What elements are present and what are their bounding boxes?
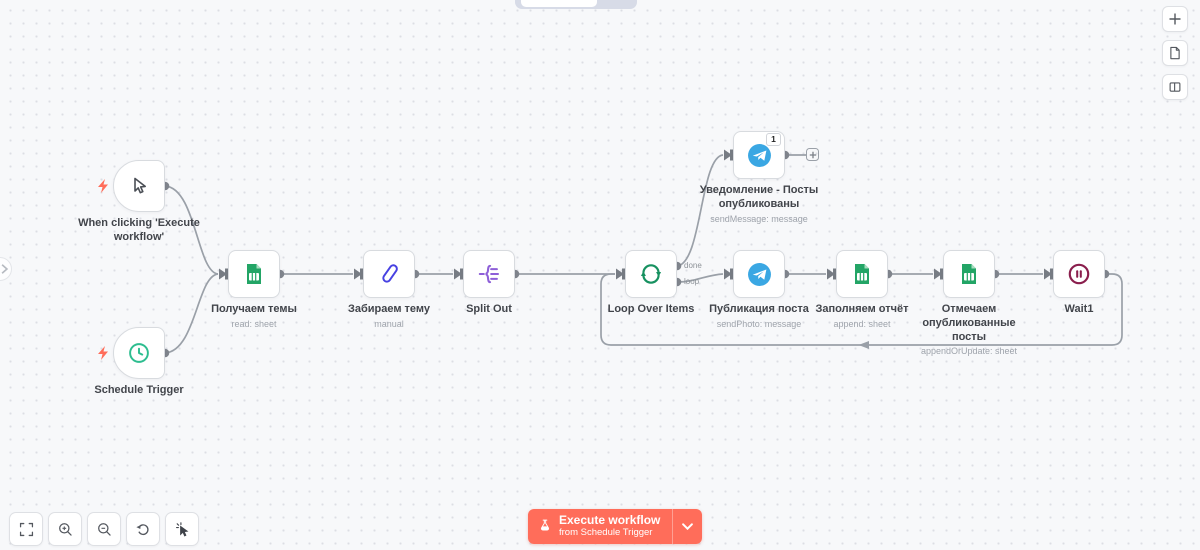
node-wait[interactable]: [1053, 250, 1105, 298]
node-label-split-out: Split Out: [414, 303, 564, 317]
edge-schedule-to-sheets[interactable]: [164, 273, 219, 354]
google-sheets-icon: [247, 264, 261, 284]
canvas-top-right-toolbar: [1162, 6, 1188, 100]
node-label-sheets-mark: Отмечаем опубликованные посты appendOrUp…: [904, 303, 1034, 358]
fit-view-button[interactable]: [9, 512, 43, 546]
google-sheets-icon: [855, 264, 869, 284]
node-title: Публикация поста: [709, 303, 809, 315]
node-subtitle: sendMessage: message: [710, 213, 808, 224]
node-loop-over-items[interactable]: [625, 250, 677, 298]
loop-output-label-loop: loop: [684, 277, 700, 286]
mouse-cursor-icon: [134, 177, 146, 194]
node-subtitle: manual: [374, 318, 404, 329]
google-sheets-icon: [962, 264, 976, 284]
node-telegram-notify[interactable]: 1: [733, 131, 785, 179]
execute-workflow-button[interactable]: Execute workflow from Schedule Trigger: [528, 509, 673, 544]
trigger-bolt-icon: [98, 346, 108, 360]
node-title: Отмечаем опубликованные посты: [922, 303, 1016, 343]
node-label-wait: Wait1: [1004, 303, 1154, 317]
telegram-icon: [747, 262, 771, 286]
node-title: Уведомление - Посты опубликованы: [699, 184, 819, 210]
chevron-down-icon: [682, 523, 694, 530]
pencil-icon: [382, 264, 398, 283]
node-label-manual-trigger: When clicking 'Execute workflow': [54, 217, 224, 245]
execute-workflow-label: Execute workflow: [559, 513, 661, 527]
node-title: Wait1: [1064, 303, 1094, 315]
fit-view-icon: [19, 522, 33, 536]
node-title: Loop Over Items: [607, 303, 695, 315]
chevron-right-icon: [1, 264, 9, 274]
node-title: Split Out: [466, 303, 512, 315]
node-subtitle: appendOrUpdate: sheet: [920, 346, 1018, 357]
collapsed-top-panel-handle[interactable]: [521, 0, 597, 7]
edge-loop-loop-to-telegram-post[interactable]: [676, 273, 724, 283]
plus-icon: [809, 151, 816, 158]
node-edit-fields[interactable]: [363, 250, 415, 298]
canvas-bottom-left-toolbar: [9, 512, 199, 546]
zoom-in-icon: [58, 522, 72, 536]
node-google-sheets-mark[interactable]: [943, 250, 995, 298]
undo-button[interactable]: [126, 512, 160, 546]
pause-icon: [1068, 263, 1090, 285]
add-node-button[interactable]: [1162, 6, 1188, 32]
interactive-mode-button[interactable]: [165, 512, 199, 546]
add-node-plus-button[interactable]: [806, 148, 819, 161]
split-out-icon: [478, 264, 500, 284]
node-manual-trigger[interactable]: [113, 160, 165, 212]
items-count-badge: 1: [766, 133, 781, 146]
edge-manual-trigger-to-sheets[interactable]: [164, 185, 219, 275]
trigger-bolt-icon: [98, 179, 108, 193]
node-title: Забираем тему: [347, 303, 431, 315]
loop-output-label-done: done: [684, 261, 702, 270]
node-label-schedule-trigger: Schedule Trigger: [54, 384, 224, 398]
undo-icon: [135, 523, 149, 535]
node-label-loop: Loop Over Items: [576, 303, 726, 317]
interactive-cursor-icon: [175, 521, 188, 536]
node-label-telegram-notify: Уведомление - Посты опубликованы sendMes…: [679, 184, 839, 225]
execute-workflow-sublabel: from Schedule Trigger: [559, 526, 653, 538]
node-subtitle: append: sheet: [833, 318, 891, 329]
layout-panel-icon: [1169, 82, 1181, 92]
plus-icon: [1169, 13, 1181, 25]
sticky-note-icon: [1170, 46, 1180, 60]
node-title: Заполняем отчёт: [815, 303, 909, 315]
node-split-out[interactable]: [463, 250, 515, 298]
node-title: Schedule Trigger: [94, 384, 184, 396]
zoom-out-icon: [97, 522, 111, 536]
toggle-panel-button[interactable]: [1162, 74, 1188, 100]
loopback-arrowhead: [858, 341, 869, 349]
telegram-icon: [747, 143, 771, 167]
node-telegram-post[interactable]: [733, 250, 785, 298]
zoom-out-button[interactable]: [87, 512, 121, 546]
flask-icon: [540, 520, 550, 531]
node-title: Получаем темы: [211, 303, 297, 315]
node-label-sheets-read: Получаем темы read: sheet: [179, 303, 329, 330]
loop-icon: [640, 264, 662, 284]
node-title: When clicking 'Execute workflow': [78, 217, 200, 243]
node-schedule-trigger[interactable]: [113, 327, 165, 379]
node-label-sheets-report: Заполняем отчёт append: sheet: [787, 303, 937, 330]
node-subtitle: sendPhoto: message: [716, 318, 802, 329]
edge-loop-done-to-telegram-notify[interactable]: [676, 154, 724, 267]
clock-icon: [129, 343, 149, 363]
zoom-in-button[interactable]: [48, 512, 82, 546]
node-label-telegram-post: Публикация поста sendPhoto: message: [684, 303, 834, 330]
node-google-sheets-read[interactable]: [228, 250, 280, 298]
input-ports: [219, 149, 1053, 280]
collapsed-top-panel[interactable]: [515, 0, 637, 9]
execute-options-button[interactable]: [672, 509, 703, 544]
execute-workflow-bar: Execute workflow from Schedule Trigger: [528, 509, 703, 544]
add-sticky-note-button[interactable]: [1162, 40, 1188, 66]
node-label-edit-fields: Забираем тему manual: [314, 303, 464, 330]
node-subtitle: read: sheet: [231, 318, 277, 329]
node-google-sheets-report[interactable]: [836, 250, 888, 298]
